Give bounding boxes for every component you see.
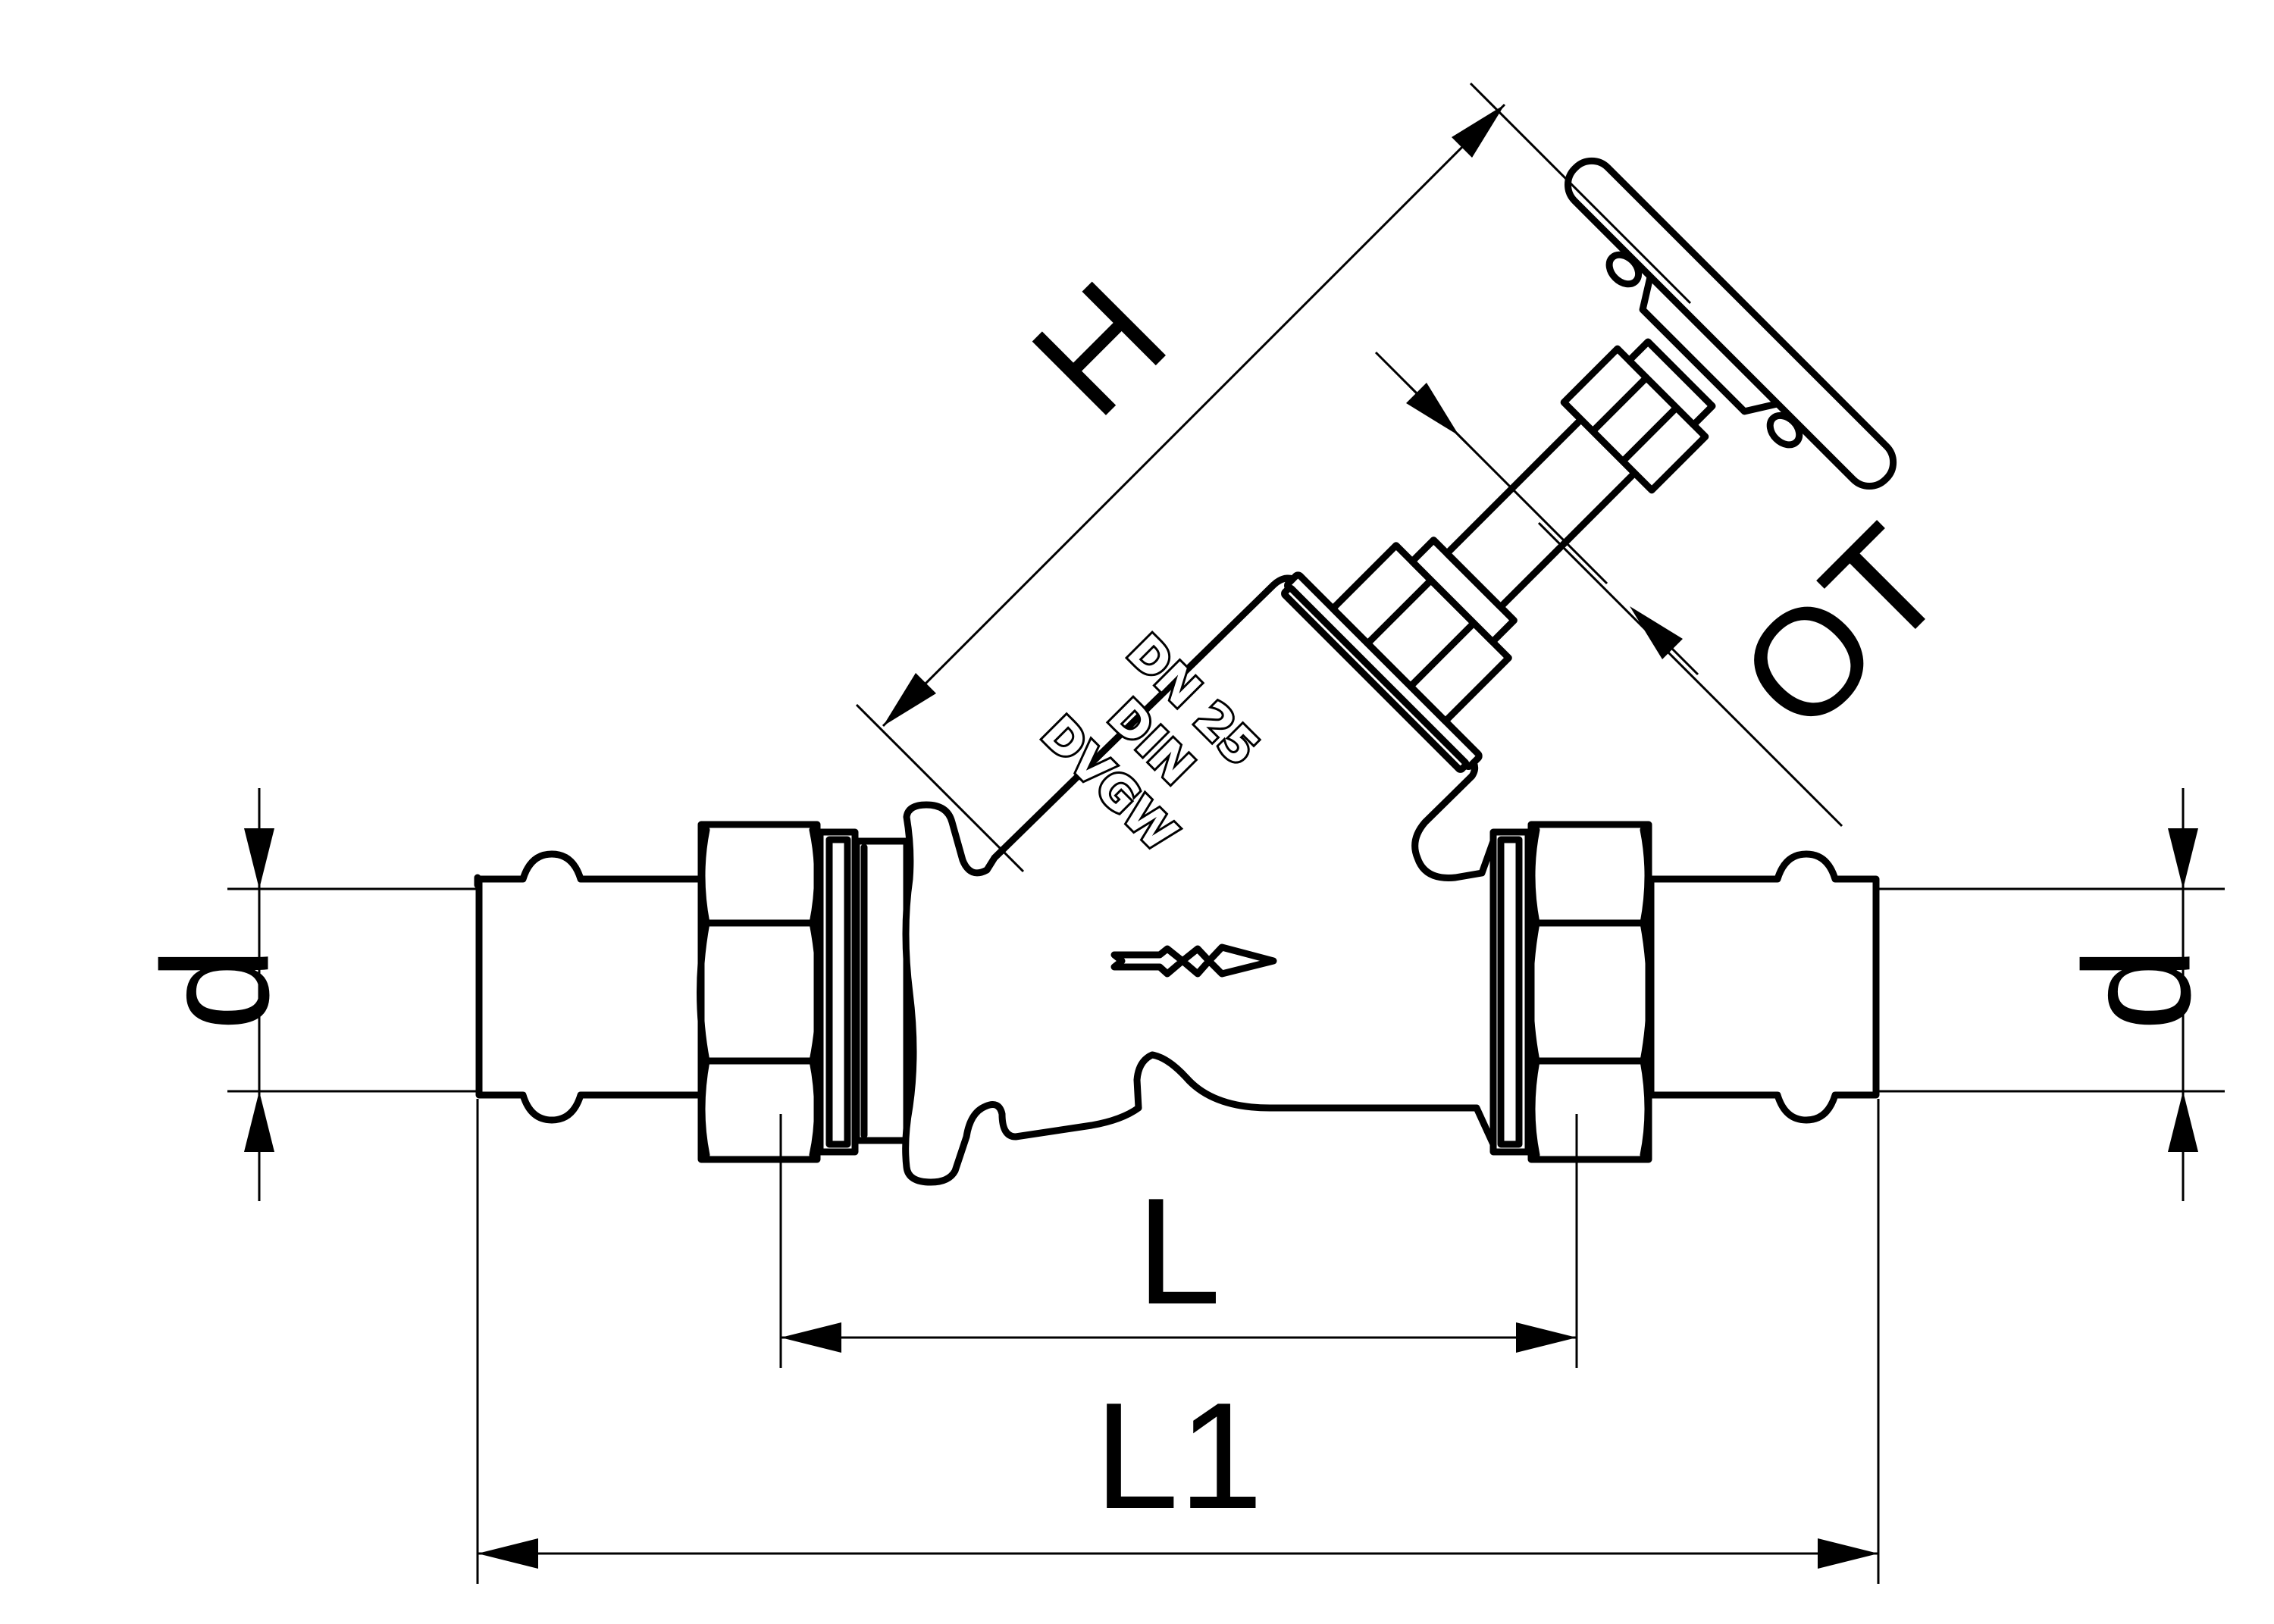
bonnet-assembly	[1281, 157, 1897, 773]
right-gasket-ring	[1489, 828, 1532, 1156]
arrow-down-icon	[244, 828, 274, 889]
left-body-shoulder	[853, 837, 910, 1144]
arrow-icon	[1406, 383, 1459, 436]
arrow-icon	[1452, 105, 1505, 158]
arrow-left-icon	[781, 1322, 841, 1353]
arrow-up-icon	[2168, 1091, 2198, 1152]
arrow-icon	[1630, 606, 1683, 659]
arrow-down-icon	[2168, 828, 2198, 889]
left-gasket-ring	[816, 828, 859, 1156]
label-h: H	[1001, 250, 1198, 447]
label-l: L	[1136, 1167, 1220, 1336]
dimension-l1: L1	[476, 1099, 1880, 1584]
flow-arrow-icon	[1110, 943, 1277, 978]
dimension-d-right: d	[1878, 788, 2225, 1201]
label-d-left: d	[132, 947, 301, 1031]
arrow-right-icon	[1818, 1538, 1878, 1569]
arrow-left-icon	[478, 1538, 538, 1569]
left-pipe-end	[474, 850, 705, 1124]
arrow-up-icon	[244, 1091, 274, 1152]
left-union-nut	[697, 821, 823, 1163]
right-union-nut	[1527, 821, 1653, 1163]
label-ot: OT	[1708, 495, 1976, 763]
arrow-icon	[883, 673, 936, 726]
arrow-right-icon	[1516, 1322, 1577, 1353]
right-pipe-end	[1647, 850, 1880, 1124]
dimension-d-left: d	[132, 788, 478, 1201]
label-d-right: d	[2053, 947, 2222, 1031]
label-l1: L1	[1095, 1372, 1263, 1541]
dimension-l: L	[779, 1114, 1578, 1368]
